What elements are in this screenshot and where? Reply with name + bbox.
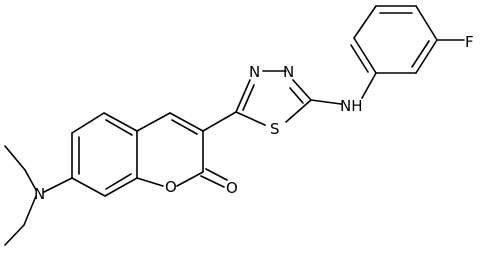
bond-b6 xyxy=(71,177,106,197)
atom-n-thiadiazole-1: N xyxy=(249,63,260,81)
bond-f1-inner xyxy=(350,44,369,73)
atom-f: F xyxy=(465,33,474,51)
bond-t3-inner xyxy=(289,87,304,104)
bond-b3-inner xyxy=(105,119,133,136)
bond-b5 xyxy=(104,177,138,197)
bond-t5 xyxy=(235,111,266,126)
atom-o-carbonyl: O xyxy=(226,179,238,197)
atom-n-thiadiazole-2: N xyxy=(283,63,294,81)
atom-o-ring: O xyxy=(165,178,177,196)
bond-f1 xyxy=(353,37,377,74)
bond-c2-carbonyl-a xyxy=(200,175,225,188)
bond-ethyl1-ch3 xyxy=(4,145,26,171)
bond-b2 xyxy=(71,112,105,134)
bond-f5-inner xyxy=(411,40,430,68)
bond-ethyl1-n xyxy=(24,169,37,191)
atom-s-thiadiazole: S xyxy=(270,120,280,138)
bond-c2-carbonyl-b xyxy=(205,168,228,181)
bond-ethyl2-ch3 xyxy=(4,224,25,246)
bond-c-nh xyxy=(310,99,342,105)
atom-n-amine: N xyxy=(34,185,45,203)
bond-c4-c3-inner xyxy=(171,119,198,135)
bond-c4a-c4 xyxy=(136,112,171,132)
bond-t4 xyxy=(285,99,312,123)
atom-labels: N O O N N S NH F xyxy=(34,33,474,203)
bond-b5-inner xyxy=(105,173,132,190)
bond-n-aryl xyxy=(43,177,73,193)
bond-f2 xyxy=(353,5,377,39)
bonds xyxy=(4,5,465,246)
bond-o1-c8a xyxy=(136,177,164,187)
bond-t1 xyxy=(235,79,251,113)
bond-t1-inner xyxy=(242,84,255,111)
bond-c3-thiadiazole xyxy=(202,111,237,132)
bond-nh-aryl xyxy=(361,72,377,99)
atom-nh: NH xyxy=(340,97,363,115)
bond-b3 xyxy=(103,112,138,132)
bond-n-ethyl2 xyxy=(23,195,37,226)
bond-c2-o1 xyxy=(176,171,204,187)
bond-f4 xyxy=(415,5,438,41)
bond-t3 xyxy=(292,79,312,101)
bond-c4-c3 xyxy=(169,112,204,132)
bond-f5 xyxy=(415,39,438,74)
